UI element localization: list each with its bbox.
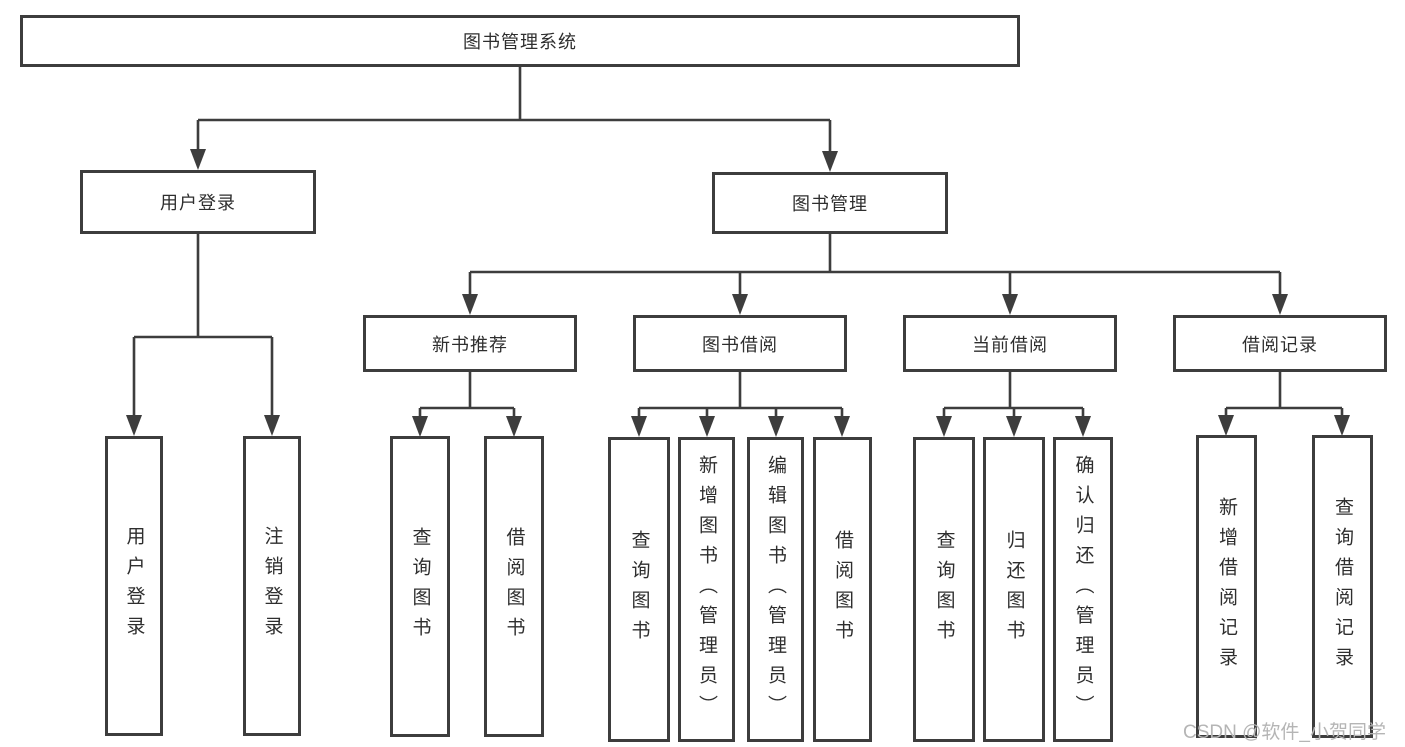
node-label: 借阅记录 bbox=[1242, 334, 1318, 355]
node-label: 当前借阅 bbox=[972, 334, 1048, 355]
leaf-confirm-return-admin: 确认归还（管理员） bbox=[1053, 437, 1113, 742]
leaf-query-borrow-record: 查询借阅记录 bbox=[1312, 435, 1373, 738]
leaf-label: 查询图书 bbox=[409, 526, 431, 647]
node-label: 用户登录 bbox=[160, 193, 236, 213]
leaf-query-books-recommend: 查询图书 bbox=[390, 436, 450, 737]
node-current-borrowing: 当前借阅 bbox=[903, 315, 1117, 372]
csdn-watermark: CSDN @软件_小贺同学 bbox=[1183, 722, 1386, 743]
leaf-label: 新增图书（管理员） bbox=[696, 454, 717, 725]
node-book-borrowing: 图书借阅 bbox=[633, 315, 847, 372]
node-new-book-recommendation: 新书推荐 bbox=[363, 315, 577, 372]
arrowheads bbox=[126, 149, 1350, 437]
node-label: 图书借阅 bbox=[702, 334, 778, 355]
leaf-label: 借阅图书 bbox=[832, 529, 853, 650]
leaf-label: 用户登录 bbox=[123, 526, 145, 646]
leaf-query-books-borrowing: 查询图书 bbox=[608, 437, 670, 742]
node-book-management: 图书管理 bbox=[712, 172, 948, 234]
leaf-add-books-admin: 新增图书（管理员） bbox=[678, 437, 735, 742]
leaf-label: 查询图书 bbox=[628, 529, 650, 650]
leaf-query-books-current: 查询图书 bbox=[913, 437, 975, 742]
leaf-label: 新增借阅记录 bbox=[1216, 496, 1237, 677]
leaf-borrow-books-borrowing: 借阅图书 bbox=[813, 437, 872, 742]
leaf-logout: 注销登录 bbox=[243, 436, 301, 736]
leaf-add-borrow-record: 新增借阅记录 bbox=[1196, 435, 1257, 738]
node-library-management-system: 图书管理系统 bbox=[20, 15, 1020, 67]
leaf-label: 查询图书 bbox=[933, 529, 955, 650]
leaf-label: 借阅图书 bbox=[503, 526, 525, 647]
node-label: 新书推荐 bbox=[432, 334, 508, 355]
leaf-label: 注销登录 bbox=[261, 526, 283, 646]
node-label: 图书管理系统 bbox=[463, 32, 577, 52]
leaf-label: 确认归还（管理员） bbox=[1072, 454, 1094, 725]
leaf-user-login: 用户登录 bbox=[105, 436, 163, 736]
node-label: 图书管理 bbox=[792, 194, 868, 214]
leaf-label: 归还图书 bbox=[1003, 529, 1025, 650]
leaf-return-books: 归还图书 bbox=[983, 437, 1045, 742]
leaf-label: 查询借阅记录 bbox=[1332, 496, 1353, 677]
node-user-login: 用户登录 bbox=[80, 170, 316, 234]
leaf-borrow-books-recommend: 借阅图书 bbox=[484, 436, 544, 737]
leaf-label: 编辑图书（管理员） bbox=[765, 454, 786, 725]
node-borrowing-records: 借阅记录 bbox=[1173, 315, 1387, 372]
leaf-edit-books-admin: 编辑图书（管理员） bbox=[747, 437, 804, 742]
